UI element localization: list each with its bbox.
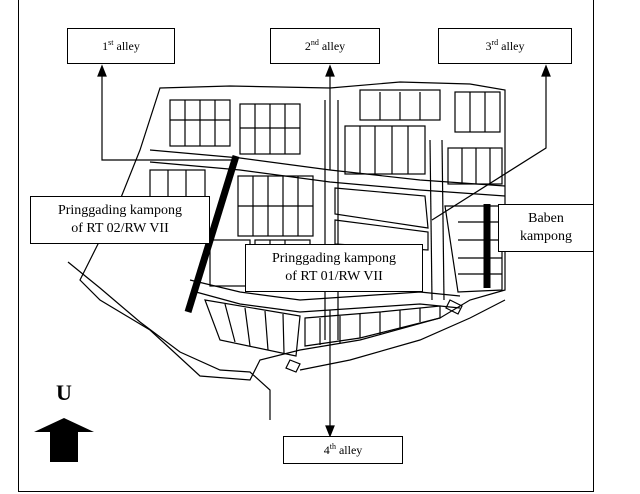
boundary-line-rt02 [184,154,240,314]
arrowhead-3rd-alley [541,64,551,77]
label-4th-alley: 4th alley [283,436,403,464]
label-3rd-alley: 3rd alley [438,28,572,64]
map-outline [79,81,506,381]
arrowhead-1st-alley [97,64,107,77]
arrowhead-4th-alley [325,425,335,438]
right-street [429,139,433,301]
main-street-north-b [149,161,506,197]
label-2nd-alley: 2nd alley [270,28,380,64]
lower-street [189,279,461,301]
pointer-1st-alley [101,72,238,161]
coastline [67,261,271,420]
main-street-north [149,149,506,187]
arrowhead-2nd-alley [325,64,335,77]
right-street-b [441,139,445,301]
north-arrow-icon [34,418,94,462]
coastline-right [299,299,506,371]
pointer-3rd-alley [431,72,547,221]
label-1st-alley: 1st alley [67,28,175,64]
north-label: U [56,380,72,405]
